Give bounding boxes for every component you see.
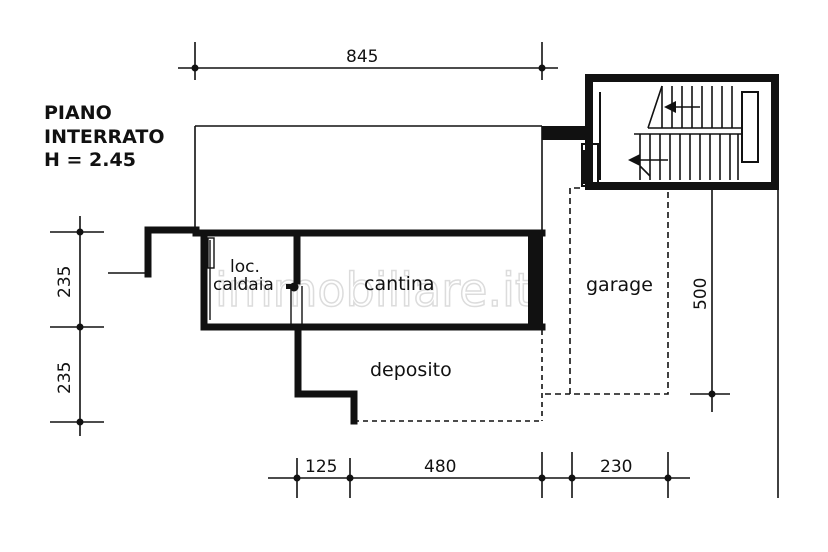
plan-title: PIANO INTERRATO H = 2.45 bbox=[44, 102, 165, 171]
garage-outline bbox=[545, 187, 669, 395]
dimension-left-lower-label: 235 bbox=[55, 362, 75, 394]
room-deposito-label: deposito bbox=[370, 359, 452, 381]
dimension-garage-label: 500 bbox=[691, 278, 711, 310]
upper-open-area bbox=[194, 125, 543, 232]
dimension-bottom-2-label: 480 bbox=[424, 457, 456, 477]
dimension-top-label: 845 bbox=[346, 47, 378, 67]
cantina-right-wall bbox=[528, 230, 543, 330]
door-symbol bbox=[286, 282, 299, 292]
room-cantina-label: cantina bbox=[364, 273, 435, 295]
dimension-top bbox=[178, 42, 558, 80]
dimension-bottom-1-label: 125 bbox=[305, 457, 337, 477]
title-line-2: INTERRATO bbox=[44, 126, 165, 148]
dimension-bottom-3-label: 230 bbox=[600, 457, 632, 477]
room-garage-label: garage bbox=[586, 274, 653, 296]
dimension-left-upper-label: 235 bbox=[55, 266, 75, 298]
dimension-bottom bbox=[268, 452, 690, 498]
title-line-1: PIANO bbox=[44, 102, 112, 124]
deposito-outline bbox=[354, 330, 543, 422]
room-loc-label-2: caldaia bbox=[213, 275, 274, 295]
loc-caldaia-details bbox=[207, 237, 303, 324]
stairwell bbox=[542, 74, 779, 190]
title-line-3: H = 2.45 bbox=[44, 149, 136, 171]
dimension-left bbox=[50, 216, 148, 436]
walls-main bbox=[144, 226, 546, 425]
dimension-garage bbox=[690, 190, 779, 498]
room-loc-label-1: loc. bbox=[230, 257, 260, 277]
watermark: immobiliare.it bbox=[215, 263, 533, 317]
